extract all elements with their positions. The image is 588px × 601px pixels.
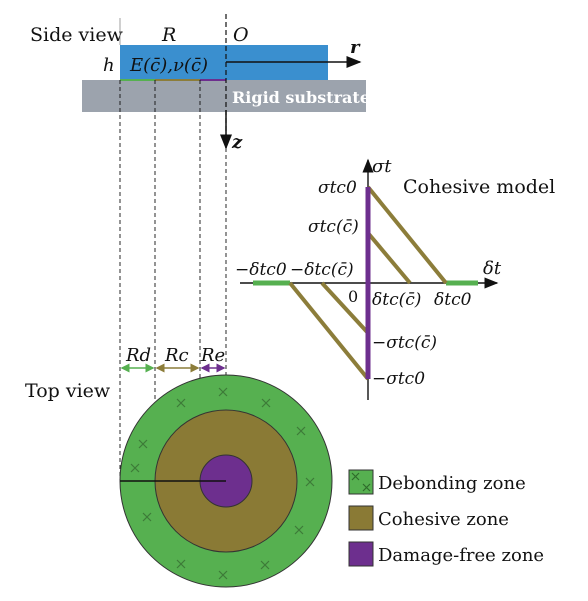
- z-axis-label: z: [231, 132, 243, 153]
- origin-label: O: [233, 24, 249, 46]
- side-view: Side view R O Rigid substrate E(c̄),ν(c̄…: [30, 14, 370, 480]
- top-view: Top view Rd Rc Re: [25, 345, 333, 588]
- Rc-label: Rc: [164, 345, 189, 366]
- neg-sigma-tc-c-label: −σtc(c̄): [372, 333, 437, 353]
- r-axis-label: r: [350, 37, 361, 58]
- legend-debonding-crosses: [351, 472, 371, 492]
- neg-sigma-tc0-label: −σtc0: [372, 369, 425, 389]
- softening-line-outer-pos: [366, 185, 448, 285]
- neg-delta-tc0-label: −δtc0: [235, 260, 287, 280]
- Rd-label: Rd: [125, 345, 151, 366]
- delta-tc-c-label: δtc(c̄): [372, 290, 421, 310]
- thickness-label: h: [103, 55, 115, 76]
- top-view-title: Top view: [25, 380, 111, 402]
- Re-label: Re: [200, 345, 225, 366]
- substrate-label: Rigid substrate: [232, 88, 370, 107]
- cohesive-model-title: Cohesive model: [403, 176, 555, 198]
- side-view-title: Side view: [30, 24, 124, 46]
- delta-tc0-label: δtc0: [434, 290, 472, 310]
- legend-debonding-label: Debonding zone: [378, 473, 526, 494]
- softening-line-inner-neg: [320, 281, 370, 335]
- sigma-tc-c-label: σtc(c̄): [308, 217, 359, 237]
- neg-delta-tc-c-label: −δtc(c̄): [290, 260, 354, 280]
- legend: Debonding zone Cohesive zone Damage-free…: [348, 469, 544, 567]
- softening-line-outer-neg: [288, 281, 370, 381]
- sigma-axis-label: σt: [372, 156, 392, 177]
- rigid-substrate: [82, 80, 366, 112]
- legend-damage-free-swatch: [348, 541, 374, 567]
- cohesive-model: Cohesive model σt δt 0 σtc0 σtc(c̄) −δtc…: [235, 156, 555, 400]
- delta-axis-label: δt: [483, 258, 502, 279]
- debonding-crosses: [130, 387, 315, 580]
- legend-damage-free-label: Damage-free zone: [378, 545, 544, 566]
- sigma-tc0-label: σtc0: [318, 178, 357, 198]
- radius-label: R: [161, 24, 176, 46]
- legend-cohesive-label: Cohesive zone: [378, 509, 509, 530]
- origin-zero: 0: [348, 287, 358, 306]
- film-properties-label: E(c̄),ν(c̄): [129, 55, 208, 76]
- legend-cohesive-swatch: [348, 505, 374, 531]
- softening-line-inner-pos: [366, 231, 412, 285]
